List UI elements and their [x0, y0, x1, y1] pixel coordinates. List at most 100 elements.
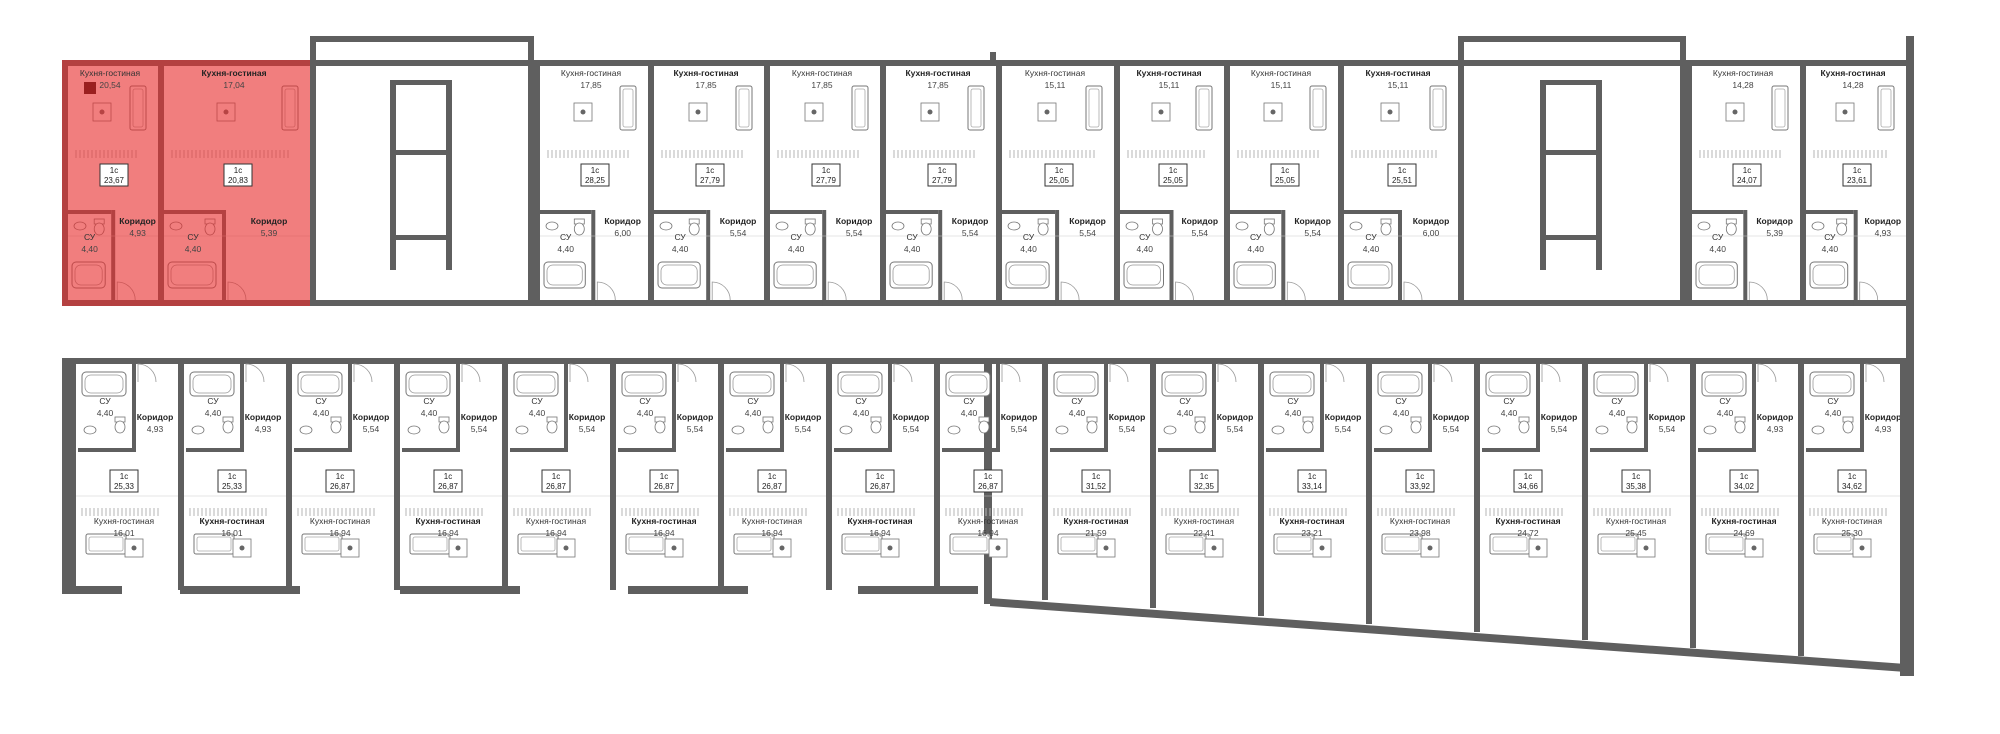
table-icon: [448, 538, 468, 558]
apartment-area[interactable]: [1366, 364, 1474, 624]
apartment-area[interactable]: [1474, 364, 1582, 632]
bath-area: 4,40: [745, 408, 762, 418]
bath-area: 4,40: [1609, 408, 1626, 418]
apartment-t2[interactable]: Кухня-гостиная17,041с20,83СУ4,40Коридор5…: [158, 60, 310, 306]
sofa-icon: [1381, 533, 1423, 555]
sofa-icon: [1813, 533, 1855, 555]
bathtub-outline: [1485, 371, 1531, 397]
apartment-t12[interactable]: Кухня-гостиная14,281с23,61СУ4,40Коридор4…: [1800, 60, 1912, 306]
bathtub-inner: [1380, 374, 1420, 394]
corridor-area: 5,54: [1191, 228, 1208, 238]
kitchen-area: 23,98: [1409, 528, 1431, 538]
tag-total-area: 26,87: [330, 482, 351, 491]
apartment-t1[interactable]: Кухня-гостиная20,541с23,67СУ4,40Коридор4…: [62, 60, 158, 306]
bath-area: 4,40: [1717, 408, 1734, 418]
table-lamp: [695, 109, 701, 115]
toilet-icon: [1086, 416, 1098, 434]
tag-box: [109, 469, 139, 493]
corridor-area: 5,54: [846, 228, 863, 238]
tag-box: [973, 469, 1003, 493]
bathtub-inner: [1272, 374, 1312, 394]
apartment-t8[interactable]: Кухня-гостиная15,111с25,05СУ4,40Коридор5…: [1114, 60, 1224, 306]
apartment-t4[interactable]: Кухня-гостиная17,851с27,79СУ4,40Коридор5…: [648, 60, 764, 306]
kitchen-counter-icon: [1237, 150, 1319, 158]
sofa-icon: [1195, 85, 1213, 131]
table-icon: [1380, 102, 1400, 122]
toilet-bowl: [1152, 222, 1163, 236]
table-lamp: [779, 545, 785, 551]
sofa-body: [1771, 85, 1789, 131]
bath-label: СУ: [906, 232, 918, 242]
sink-icon: [83, 425, 97, 435]
apartment-t3[interactable]: Кухня-гостиная17,851с28,25СУ4,40Коридор6…: [534, 60, 648, 306]
door-swing: [893, 363, 913, 383]
bath-label: СУ: [1139, 232, 1151, 242]
wall: [394, 358, 400, 590]
bathtub-icon: [1701, 371, 1747, 397]
apartment-t11[interactable]: Кухня-гостиная14,281с24,07СУ4,40Коридор5…: [1686, 60, 1800, 306]
apartment-area[interactable]: [1582, 364, 1690, 640]
bath-area: 4,40: [1709, 244, 1726, 254]
sofa-seat: [1880, 88, 1892, 128]
apartment-t5[interactable]: Кухня-гостиная17,851с27,79СУ4,40Коридор5…: [764, 60, 880, 306]
table-icon: [1312, 538, 1332, 558]
tag-box: [1081, 469, 1111, 493]
bathtub-icon: [1161, 371, 1207, 397]
bath-label: СУ: [84, 232, 96, 242]
tag-type: 1с: [660, 472, 668, 481]
sofa-icon: [1771, 85, 1789, 131]
sink-icon: [1487, 425, 1501, 435]
toilet-icon: [1518, 416, 1530, 434]
tag-box: [1621, 469, 1651, 493]
apartment-t6[interactable]: Кухня-гостиная17,851с27,79СУ4,40Коридор5…: [880, 60, 996, 306]
tag-total-area: 26,87: [438, 482, 459, 491]
table-icon: [556, 538, 576, 558]
sofa-body: [1429, 85, 1447, 131]
apartment-t10[interactable]: Кухня-гостиная15,111с25,51СУ4,40Коридор6…: [1338, 60, 1458, 306]
sofa-seat: [970, 88, 982, 128]
kitchen-counter-icon: [1009, 150, 1095, 158]
table-lamp: [580, 109, 586, 115]
bathtub-icon: [543, 261, 586, 289]
apartment-t9[interactable]: Кухня-гостиная15,111с25,05СУ4,40Коридор5…: [1224, 60, 1338, 306]
wall: [1590, 448, 1644, 452]
kitchen-area: 15,11: [1388, 80, 1409, 90]
bathtub-outline: [1123, 261, 1164, 289]
kitchen-label: Кухня-гостиная: [94, 516, 155, 526]
sink-icon: [731, 425, 745, 435]
bath-label: СУ: [790, 232, 802, 242]
tag-type: 1с: [234, 166, 242, 175]
wall: [1582, 358, 1588, 640]
toilet-bowl: [114, 420, 126, 434]
apartment-area[interactable]: [1690, 364, 1798, 648]
table-lamp: [1270, 109, 1276, 115]
apartment-area[interactable]: [1798, 364, 1906, 656]
tag-total-area: 23,67: [104, 176, 125, 185]
bathtub-inner: [660, 264, 698, 286]
apartment-t7[interactable]: Кухня-гостиная15,111с25,05СУ4,40Коридор5…: [996, 60, 1114, 306]
corridor-area: 5,54: [903, 424, 920, 434]
tag-type: 1с: [1398, 166, 1406, 175]
toilet-bowl: [688, 222, 700, 236]
wall: [1150, 358, 1156, 608]
